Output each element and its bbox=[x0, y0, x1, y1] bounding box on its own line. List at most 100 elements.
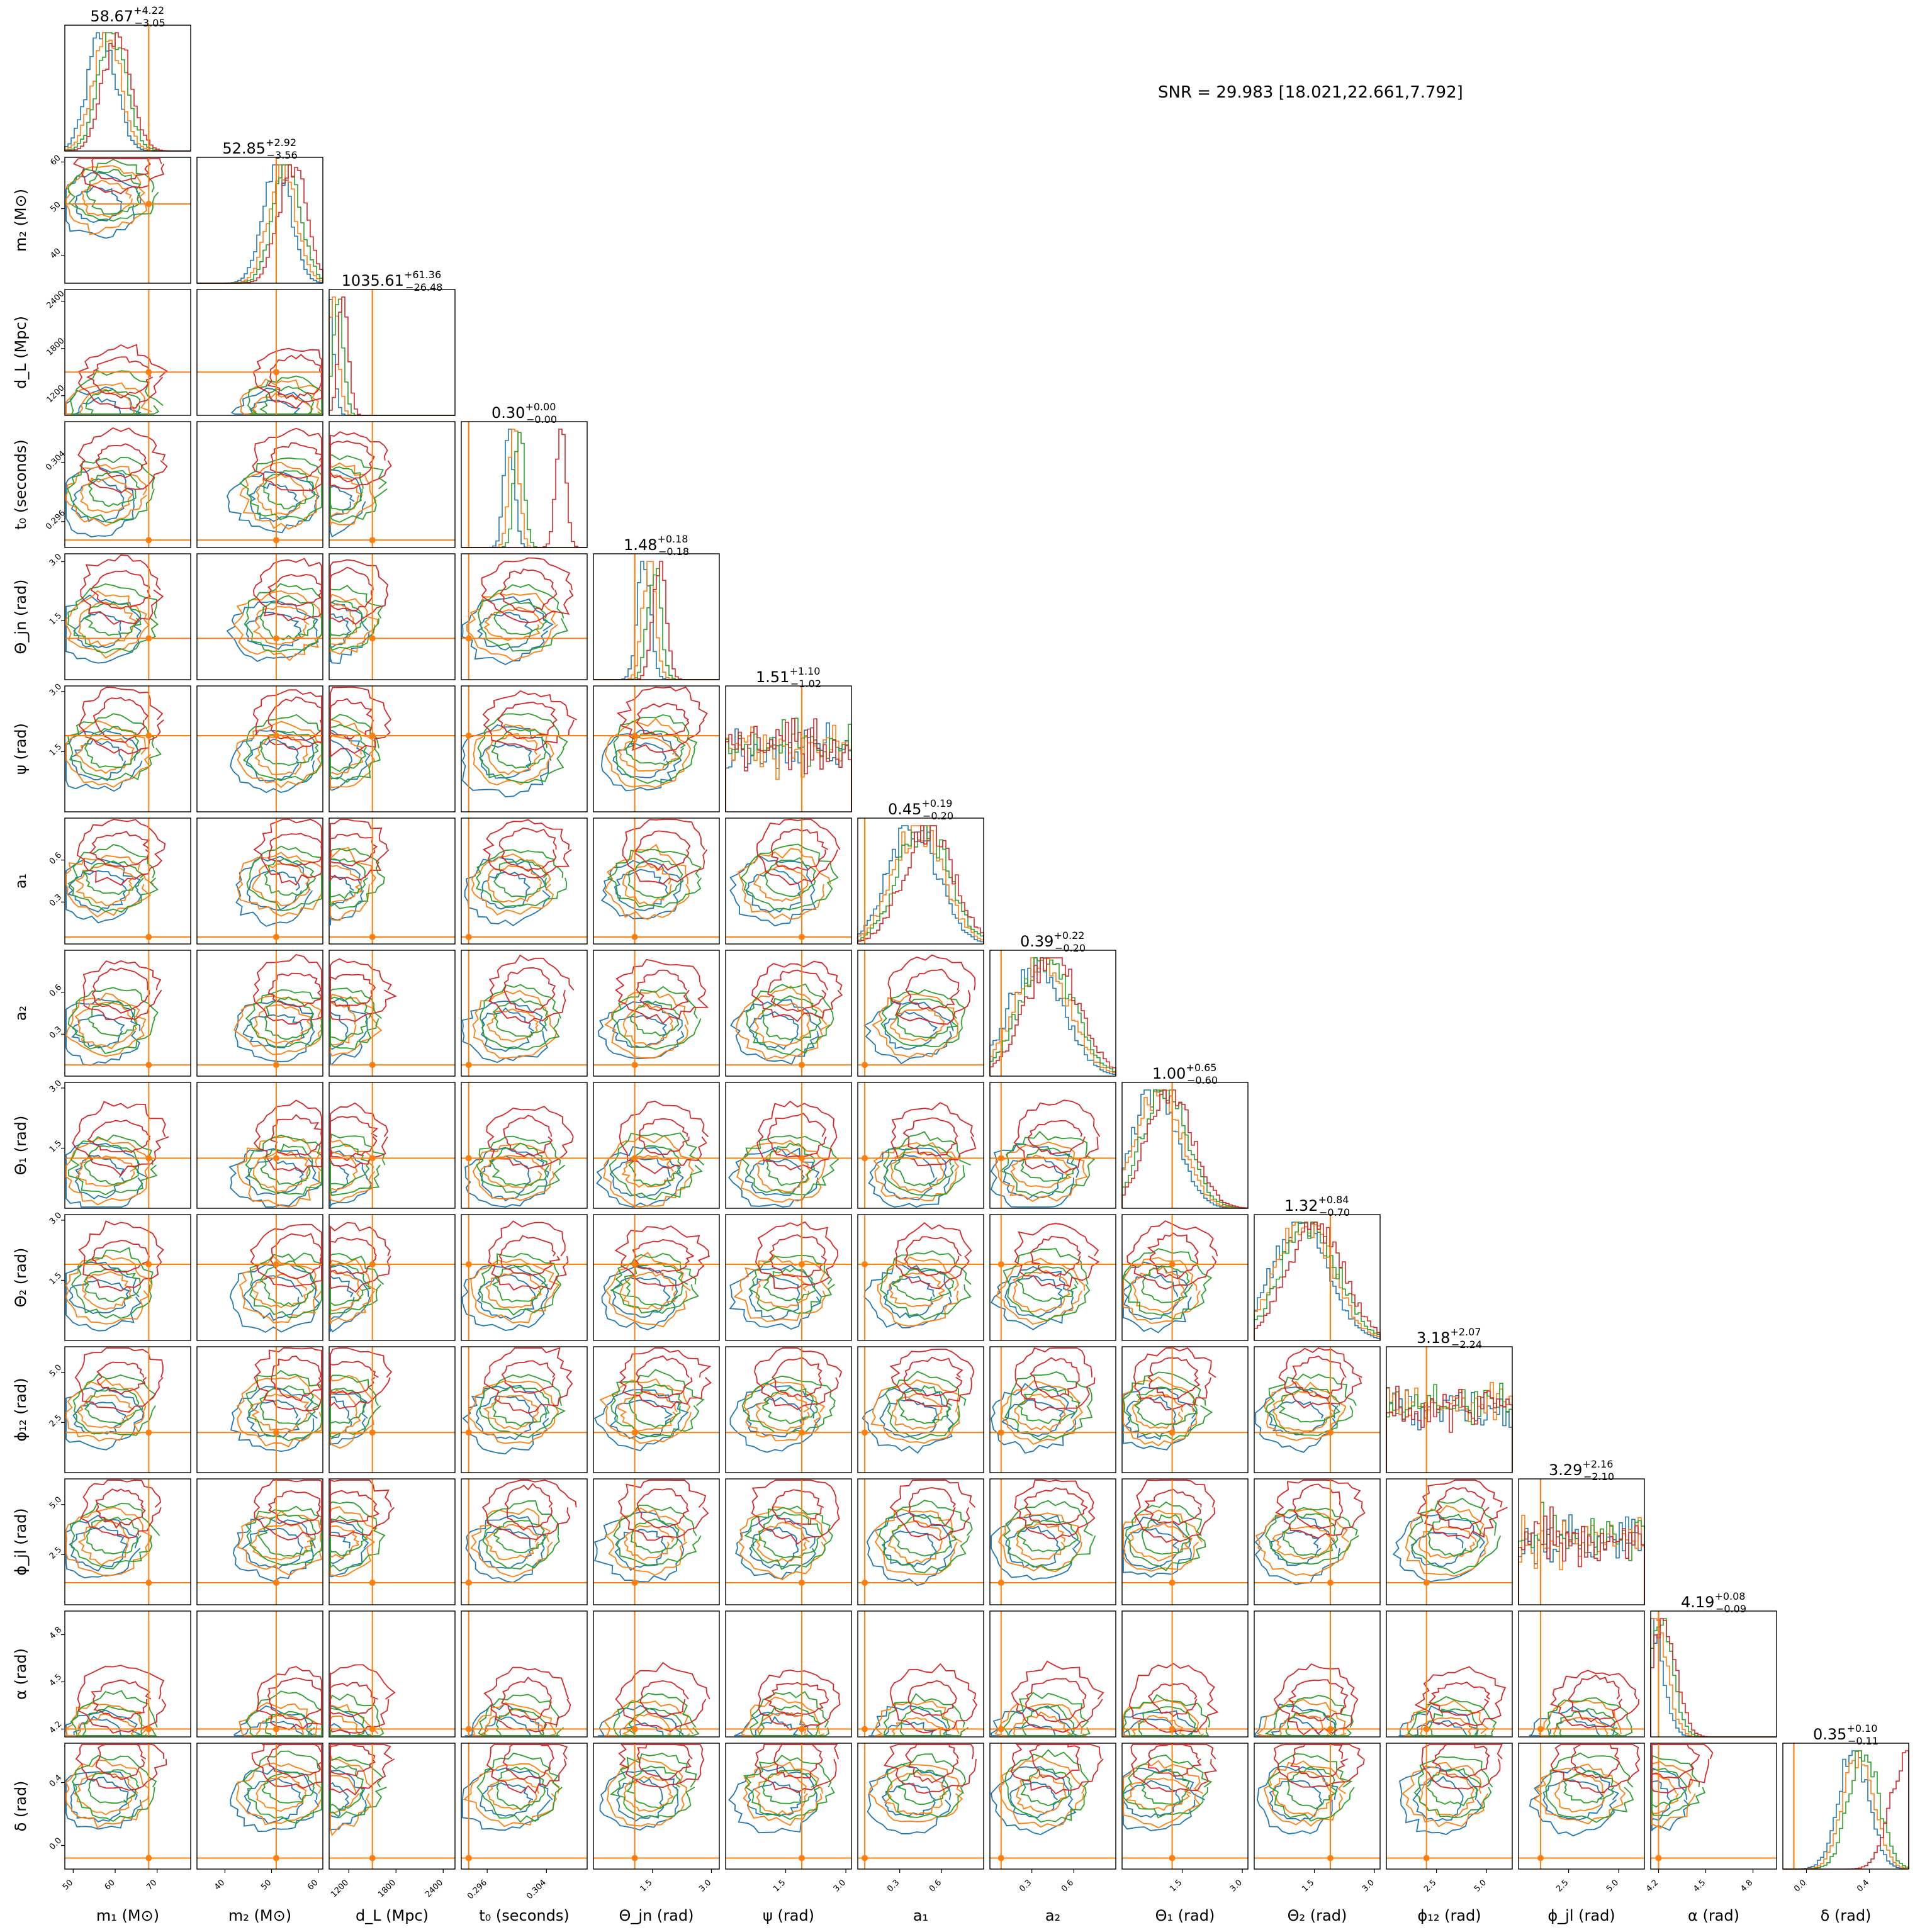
contour-series-2 bbox=[262, 469, 315, 510]
panel-frame bbox=[593, 1610, 720, 1738]
contour-series-2 bbox=[1020, 1147, 1077, 1182]
x-tick-label: 50 bbox=[259, 1878, 273, 1892]
y-axis-label-t0: t₀ (seconds) bbox=[12, 439, 30, 529]
contour-series-3 bbox=[1030, 1357, 1080, 1398]
contour-series-0 bbox=[70, 1777, 129, 1822]
contour-series-3 bbox=[902, 1117, 958, 1157]
truth-point bbox=[631, 1726, 638, 1733]
y-tick-label: 5.0 bbox=[48, 1363, 64, 1379]
truth-point bbox=[997, 1579, 1004, 1586]
panel-frame bbox=[857, 1743, 984, 1870]
diag-title-m1: 58.67+4.22−3.05 bbox=[90, 4, 165, 29]
contour-series-0 bbox=[991, 1266, 1074, 1330]
contour-series-1 bbox=[237, 851, 322, 917]
contour-series-1 bbox=[233, 995, 322, 1055]
contour-series-3 bbox=[75, 1744, 167, 1791]
contour-series-1 bbox=[256, 473, 308, 516]
contour-series-1 bbox=[233, 590, 322, 661]
truth-point bbox=[631, 1855, 638, 1862]
contour-series-3 bbox=[767, 969, 829, 1013]
truth-point bbox=[1537, 1855, 1544, 1862]
contour-series-0 bbox=[867, 1763, 952, 1834]
contour-series-3 bbox=[632, 1238, 694, 1274]
truth-point bbox=[631, 1579, 638, 1586]
truth-point bbox=[1327, 1579, 1334, 1586]
truth-point bbox=[997, 1155, 1004, 1162]
contour-series-1 bbox=[889, 1008, 945, 1042]
panel-frame bbox=[725, 1743, 852, 1870]
truth-point bbox=[145, 732, 152, 739]
y-axis-label-psi: ψ (rad) bbox=[12, 723, 30, 775]
y-tick-label: 3.0 bbox=[48, 682, 64, 698]
contour-series-2 bbox=[245, 989, 322, 1048]
contour-series-2 bbox=[743, 1755, 835, 1821]
x-axis-label-m2: m₂ (M⊙) bbox=[228, 1907, 291, 1924]
contour-series-0 bbox=[612, 742, 670, 778]
contour-series-2 bbox=[330, 1133, 386, 1196]
contour-series-3 bbox=[772, 1489, 824, 1525]
contour-series-2 bbox=[491, 729, 548, 769]
panel-frame bbox=[725, 1610, 852, 1738]
contour-series-2 bbox=[999, 1130, 1096, 1196]
truth-point bbox=[465, 1261, 472, 1267]
contour-series-1 bbox=[249, 1523, 315, 1561]
contour-series-2 bbox=[610, 1253, 699, 1314]
y-tick-label: 0.304 bbox=[44, 449, 67, 473]
contour-series-2 bbox=[624, 1262, 688, 1306]
contour-series-0 bbox=[73, 611, 122, 648]
contour-series-3 bbox=[254, 1480, 322, 1541]
contour-series-2 bbox=[1123, 1371, 1213, 1441]
contour-series-3 bbox=[758, 1669, 841, 1731]
contour-series-3 bbox=[503, 1115, 553, 1157]
truth-point bbox=[1655, 1855, 1662, 1862]
truth-point bbox=[369, 1062, 376, 1069]
contour-series-0 bbox=[612, 1277, 671, 1318]
contour-series-2 bbox=[479, 1374, 566, 1439]
panel-a1-phi12 bbox=[857, 1346, 984, 1473]
contour-series-2 bbox=[1123, 1755, 1213, 1819]
contour-series-2 bbox=[493, 858, 548, 898]
truth-point bbox=[997, 1726, 1004, 1733]
contour-series-1 bbox=[622, 1003, 674, 1048]
contour-series-0 bbox=[70, 478, 125, 523]
y-tick-label: 0.6 bbox=[48, 851, 64, 867]
contour-series-1 bbox=[251, 1273, 312, 1308]
panel-frame bbox=[329, 1214, 456, 1341]
contour-series-2 bbox=[1003, 1500, 1096, 1571]
contour-series-1 bbox=[74, 738, 135, 774]
x-tick-label: 0.3 bbox=[885, 1878, 901, 1894]
diag-hist-m1: 58.67+4.22−3.05 bbox=[64, 4, 191, 152]
contour-series-2 bbox=[70, 1690, 158, 1736]
contour-series-0 bbox=[879, 1398, 938, 1438]
contour-series-1 bbox=[78, 602, 137, 646]
panel-frame bbox=[1121, 1346, 1249, 1473]
contour-series-2 bbox=[491, 1264, 548, 1303]
truth-point bbox=[272, 732, 279, 739]
contour-series-3 bbox=[499, 568, 558, 613]
panel-m2-phi12 bbox=[196, 1346, 323, 1473]
hist-series-1 bbox=[1121, 1089, 1249, 1209]
contour-series-3 bbox=[330, 687, 392, 758]
panel-frame bbox=[64, 1478, 191, 1605]
panel-frame bbox=[725, 685, 852, 812]
contour-series-0 bbox=[229, 1263, 320, 1333]
y-axis-label-theta1: Θ₁ (rad) bbox=[12, 1116, 30, 1176]
contour-series-0 bbox=[330, 1388, 368, 1446]
contour-series-0 bbox=[476, 612, 533, 651]
contour-series-3 bbox=[481, 557, 574, 624]
diag-title-phijl: 3.29+2.16−2.10 bbox=[1549, 1458, 1614, 1483]
panel-psi-alpha bbox=[725, 1610, 852, 1738]
panel-thetajn-theta1 bbox=[593, 1082, 720, 1209]
contour-series-3 bbox=[619, 1347, 712, 1409]
contour-series-3 bbox=[252, 689, 322, 751]
panel-frame bbox=[593, 1082, 720, 1209]
x-axis-label-m1: m₁ (M⊙) bbox=[96, 1907, 159, 1924]
panel-frame bbox=[725, 1214, 852, 1341]
contour-series-3 bbox=[754, 1347, 843, 1410]
panel-thetajn-psi bbox=[593, 685, 720, 812]
contour-series-1 bbox=[624, 1524, 675, 1561]
contour-series-1 bbox=[65, 165, 147, 235]
